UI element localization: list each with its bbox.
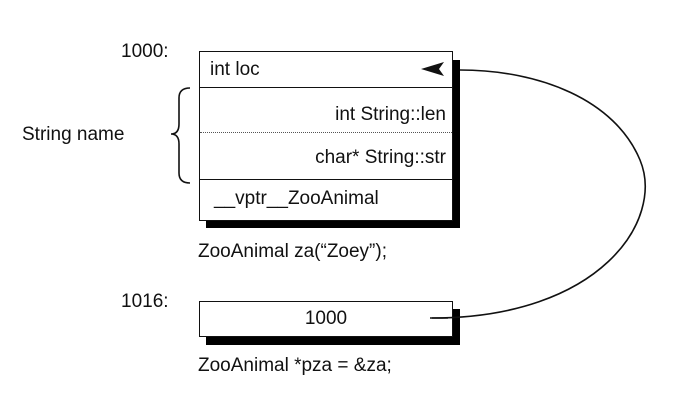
pointer-arrow-head [421,62,444,76]
pointer-value: 1000 [304,308,348,329]
address-label-1000: 1000: [121,41,169,62]
caption-pointer-declaration: ZooAnimal *pza = &za; [198,355,392,376]
object-layout-box: int loc int String::len char* String::st… [199,51,453,221]
brace-label-string-name: String name [22,124,125,145]
string-brace [170,87,191,184]
pointer-arrow-curve [431,69,646,319]
field-string-str: char* String::str [200,133,452,180]
caption-object-declaration: ZooAnimal za(“Zoey”); [198,241,387,262]
address-label-1016: 1016: [121,291,169,312]
field-vptr-zooanimal: __vptr__ZooAnimal [214,188,379,209]
pointer-box: 1000 [199,301,453,337]
field-int-loc: int loc [200,52,452,88]
field-string-len: int String::len [200,88,452,133]
